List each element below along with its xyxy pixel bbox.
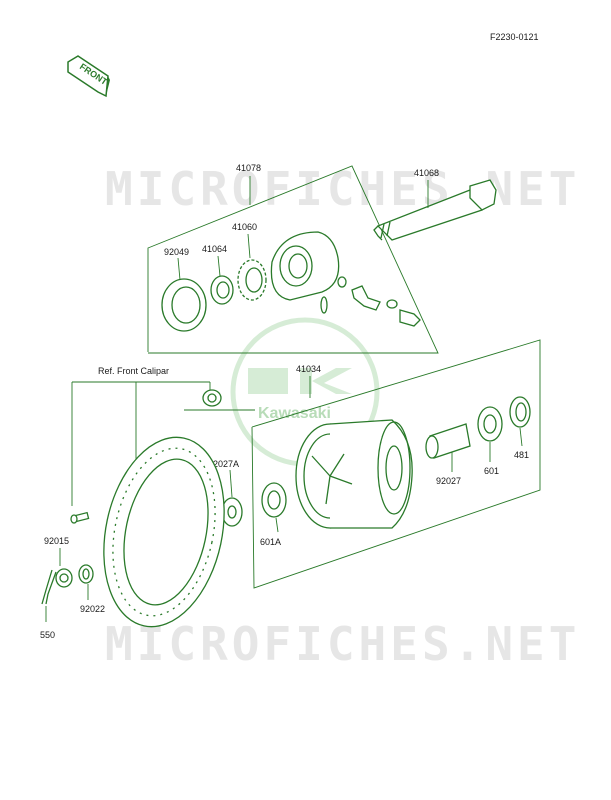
brake-disc [103,436,225,628]
label-92027: 92027 [436,476,461,486]
kawasaki-brand-text: Kawasaki [258,405,331,422]
cotter-pin [41,569,57,605]
hub-frame [251,339,541,589]
label-92049: 92049 [164,247,189,257]
label-92015: 92015 [44,536,69,546]
label-481: 481 [514,450,529,460]
wheel-hub [295,419,413,529]
axle-nut [202,389,222,407]
oil-seal [161,278,207,332]
bearing-601a [261,482,287,518]
label-41064: 41064 [202,244,227,254]
watermark-bottom: MICROFICHES.NET [105,617,580,671]
gear-washer [210,275,234,305]
label-601a: 601A [260,537,281,547]
label-92022: 92022 [80,604,105,614]
drive-gear [237,259,267,301]
front-arrow-icon: FRONT [67,55,110,98]
label-550: 550 [40,630,55,640]
label-41078: 41078 [236,163,261,173]
disc-bolt [70,511,90,524]
spacer-92027 [425,423,471,459]
label-41034: 41034 [296,364,321,374]
label-92027a: 92027A [208,459,239,469]
gearbox-frame [147,165,439,354]
castle-nut [55,568,73,588]
label-41060: 41060 [232,222,257,232]
seal-481 [509,396,531,428]
ref-front-caliper-note: Ref. Front Calipar [98,366,169,376]
bearing-601 [477,406,503,442]
washer-92022 [78,564,94,584]
front-axle [373,179,497,241]
collar-92027a [221,497,243,527]
label-601: 601 [484,466,499,476]
gearbox-housing [270,231,421,327]
diagram-code: F2230-0121 [490,32,539,42]
label-41068: 41068 [414,168,439,178]
